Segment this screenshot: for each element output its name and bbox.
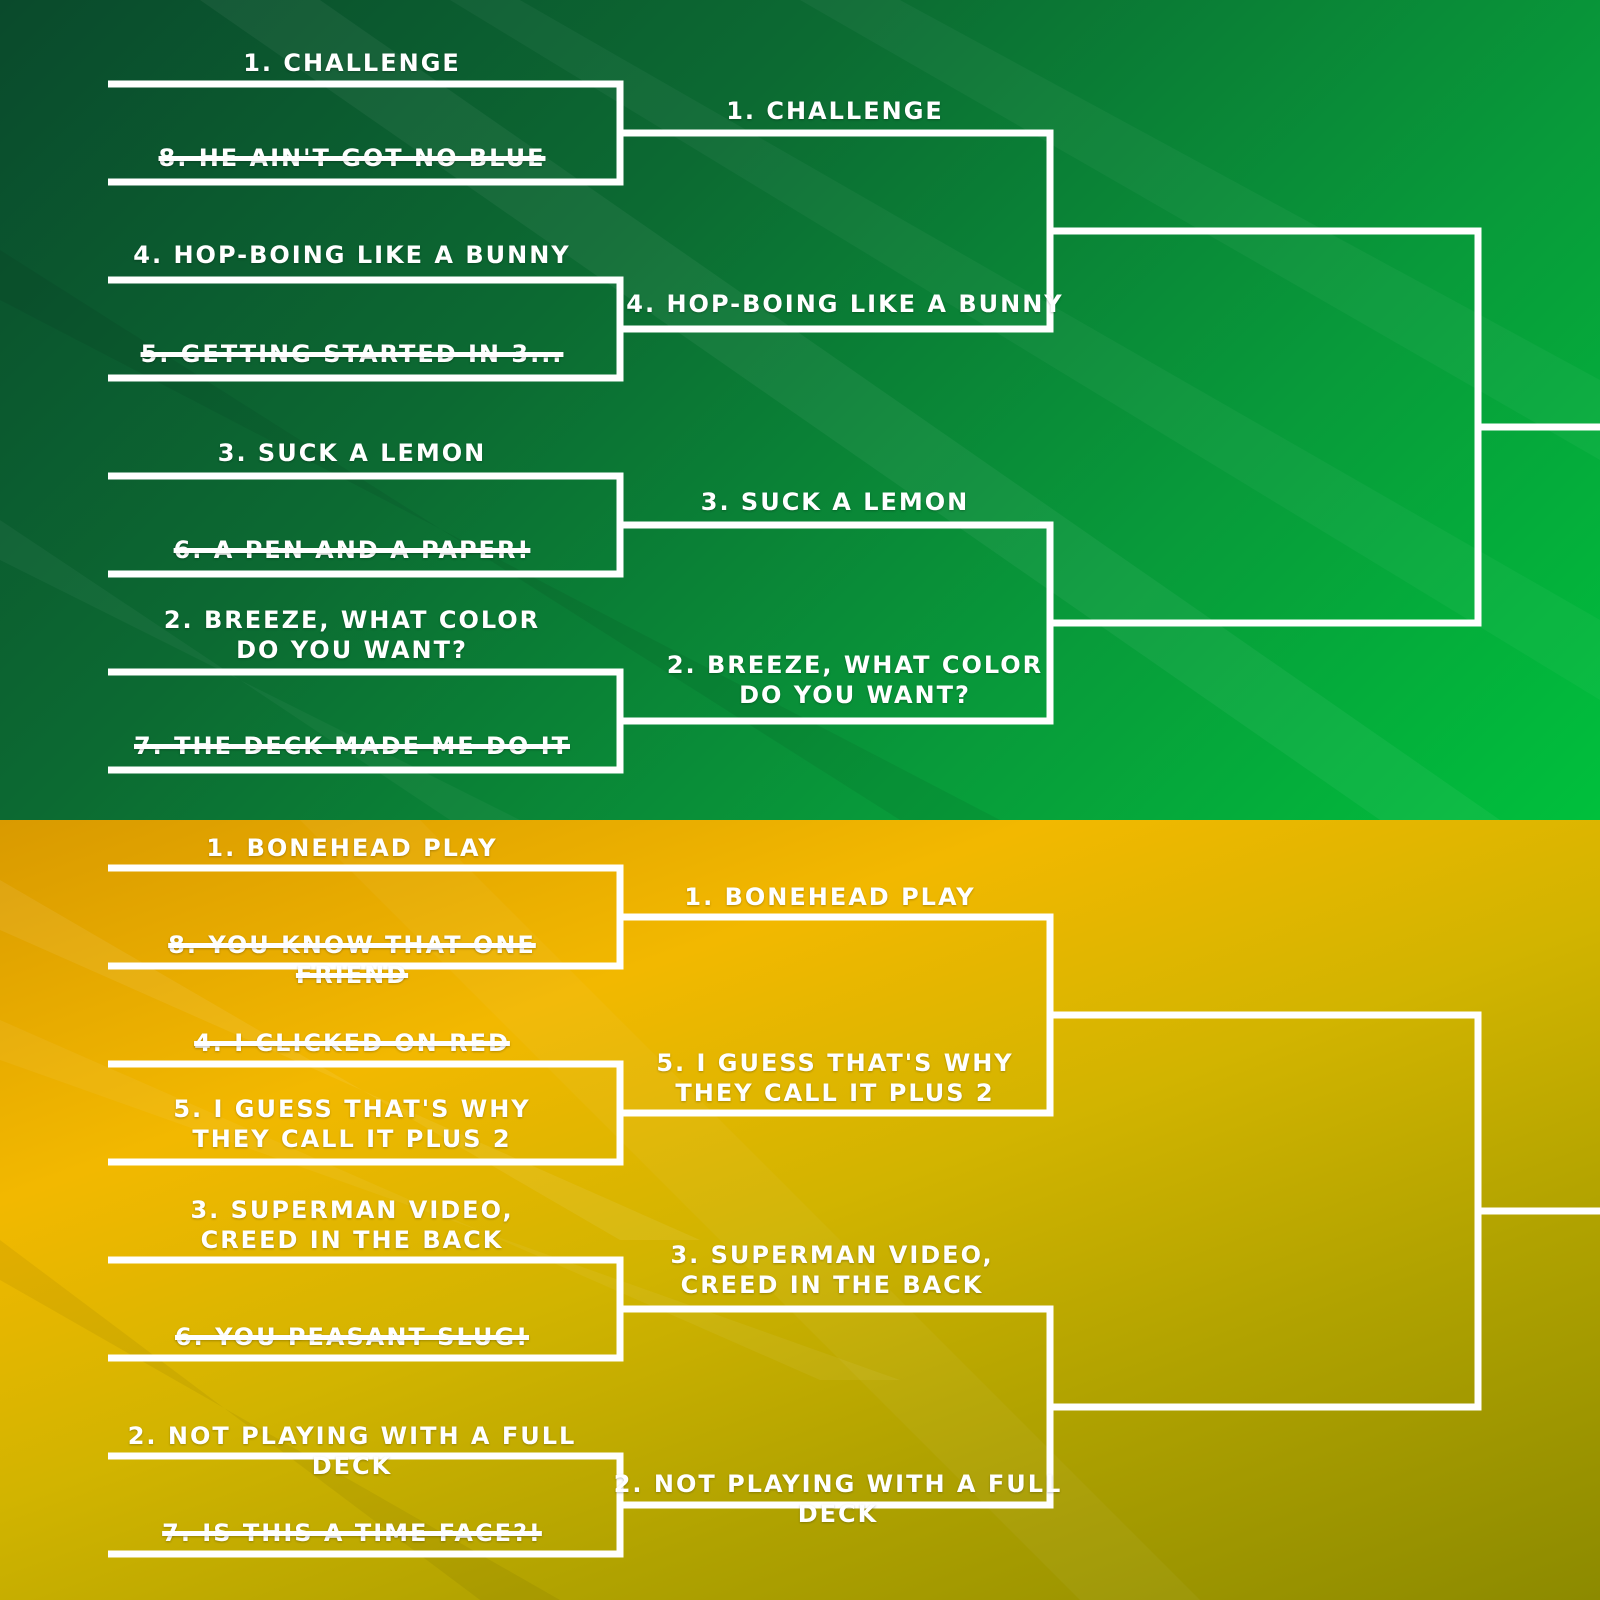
bottom-r1-m4-loser: 7. IS THIS A TIME FACE?!: [162, 1519, 542, 1547]
top-r1-m1-loser: 8. HE AIN'T GOT NO BLUE: [158, 144, 546, 172]
yellow-streak-texture: [0, 820, 1200, 1600]
bottom-r1-m2-winner: 5. I GUESS THAT'S WHY THEY CALL IT PLUS …: [173, 1095, 531, 1153]
top-r1-m3-loser: 6. A PEN AND A PAPER!: [173, 536, 531, 564]
top-r3-connector: [1050, 227, 1482, 627]
bottom-r1-m3-winner: 3. SUPERMAN VIDEO, CREED IN THE BACK: [190, 1196, 514, 1254]
bottom-r2-slot-1: 1. BONEHEAD PLAY: [684, 883, 976, 911]
bottom-r2-slot-4: 2. NOT PLAYING WITH A FULL DECK: [613, 1470, 1063, 1528]
bottom-r1-m1-winner: 1. BONEHEAD PLAY: [206, 834, 498, 862]
top-r1-m2-loser: 5. GETTING STARTED IN 3...: [140, 340, 564, 368]
bottom-r2-slot-2: 5. I GUESS THAT'S WHY THEY CALL IT PLUS …: [656, 1049, 1014, 1107]
top-r2-slot-4: 2. BREEZE, WHAT COLOR DO YOU WANT?: [666, 651, 1044, 709]
bottom-r1-m2-loser: 4. I CLICKED ON RED: [194, 1029, 510, 1057]
top-r2-slot-2: 4. HOP-BOING LIKE A BUNNY: [626, 290, 1064, 318]
top-r2-slot-3: 3. SUCK A LEMON: [700, 488, 970, 516]
bottom-half-background: [0, 820, 1600, 1600]
top-r1-m4-winner: 2. BREEZE, WHAT COLOR DO YOU WANT?: [163, 606, 541, 664]
top-r1-m1-winner: 1. CHALLENGE: [243, 49, 461, 77]
bottom-r1-m3-loser: 6. YOU PEASANT SLUG!: [174, 1323, 530, 1351]
top-r1-m4-loser: 7. THE DECK MADE ME DO IT: [133, 732, 570, 760]
top-r1-m2-winner: 4. HOP-BOING LIKE A BUNNY: [133, 241, 571, 269]
bottom-r1-m4-winner: 2. NOT PLAYING WITH A FULL DECK: [127, 1422, 577, 1480]
bottom-r3-connector: [1050, 1011, 1482, 1411]
bottom-r1-m1-loser: 8. YOU KNOW THAT ONE FRIEND: [168, 931, 536, 989]
top-r2-slot-1: 1. CHALLENGE: [726, 97, 944, 125]
top-r1-m3-winner: 3. SUCK A LEMON: [217, 439, 487, 467]
bottom-r2-slot-3: 3. SUPERMAN VIDEO, CREED IN THE BACK: [670, 1241, 994, 1299]
